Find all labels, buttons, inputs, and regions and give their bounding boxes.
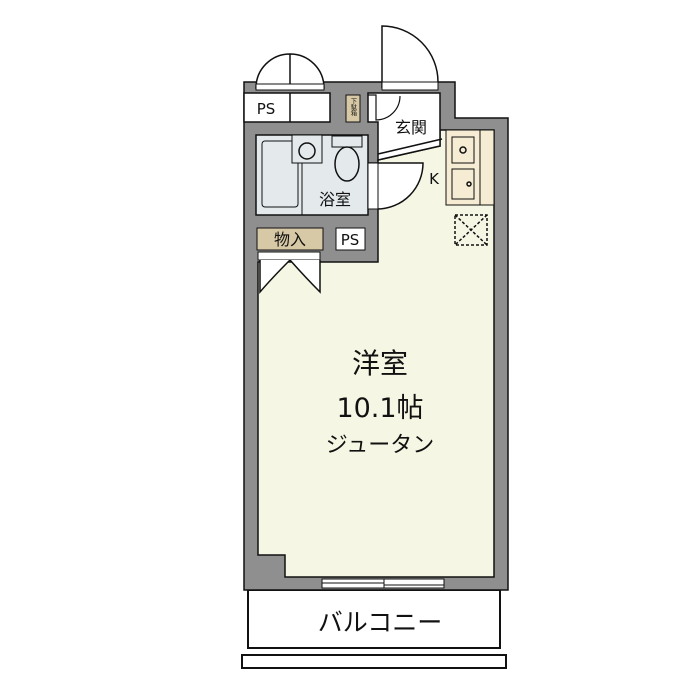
pipe-space-door[interactable] [255,53,325,89]
pipe-space-inner-label: PS [341,231,360,249]
pipe-space-top [243,92,331,123]
toilet [334,146,360,182]
storage [256,227,324,251]
kitchen-sink [451,168,475,200]
entrance-label: 玄関 [395,118,427,137]
bathtub [261,140,299,208]
main-room-name: 洋室 [352,347,408,380]
bathroom-door[interactable] [368,162,424,210]
main-room-flooring: ジュータン [326,433,434,458]
balcony-railing [241,654,507,669]
fridge-space [454,214,488,246]
balcony [247,589,501,649]
stove [451,136,475,164]
pipe-space-top-label: PS [257,100,276,118]
storage-door[interactable] [259,259,321,295]
storage-label: 物入 [274,230,306,249]
pipe-space-inner [335,227,366,251]
kitchen-label: K [429,170,440,188]
shoe-box [345,94,361,123]
balcony-label: バルコニー [318,608,443,637]
entrance-door[interactable] [381,25,439,88]
bathroom-label: 浴室 [319,190,351,209]
toilet-tank [331,135,363,148]
shoe-box-label: 下駄箱 [350,98,357,117]
main-room-size: 10.1帖 [336,393,423,424]
